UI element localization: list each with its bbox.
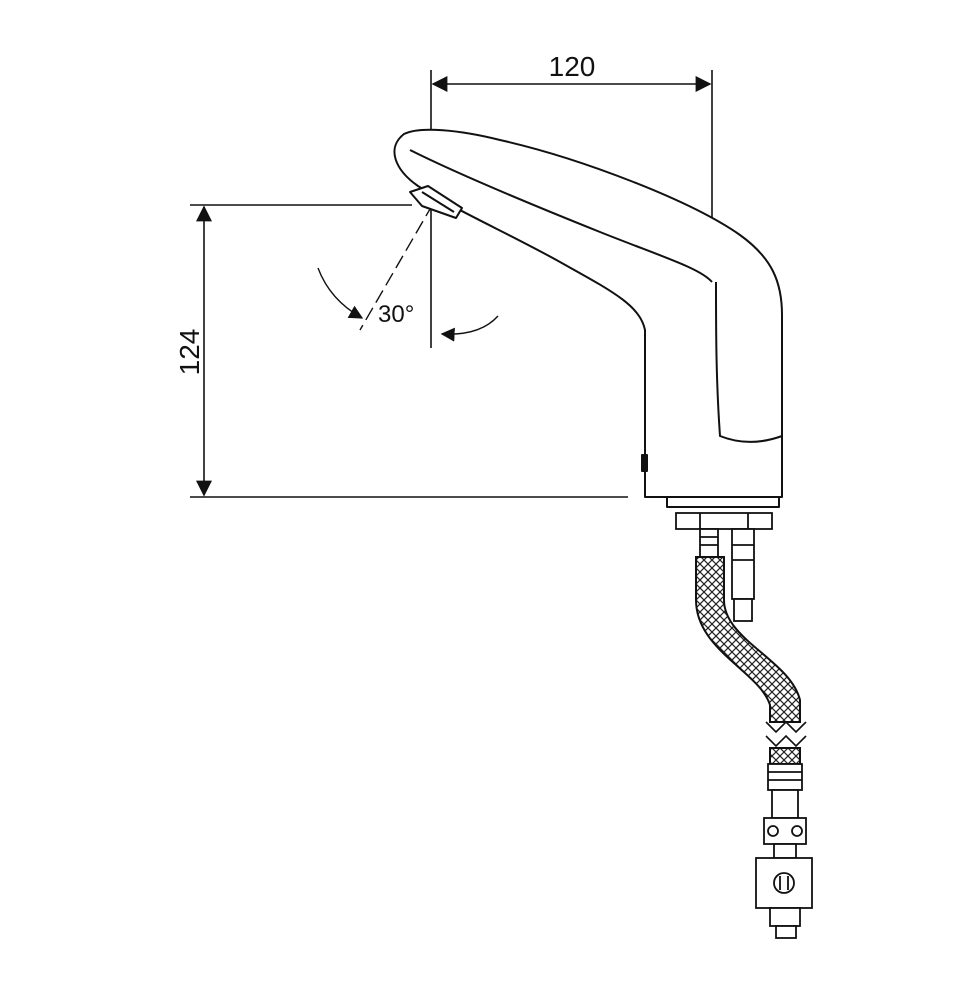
outlet-end [775, 925, 797, 939]
base-plate [666, 496, 780, 508]
faucet-body [393, 128, 783, 508]
stud-end [733, 598, 753, 622]
hose-braid [695, 556, 801, 723]
spray-angle-indicator [317, 151, 499, 342]
angle-arc-right [440, 315, 499, 342]
hose-braid-lower [769, 747, 801, 765]
connector-sleeve [771, 789, 799, 819]
mounting-washer [675, 512, 773, 530]
threaded-outlet [769, 907, 801, 927]
spout-crease [409, 149, 713, 283]
width-dimension-label: 120 [549, 51, 596, 82]
spray-angle-label: 30° [378, 301, 414, 328]
valve-indicator-icon [773, 872, 795, 894]
connection-fittings [755, 763, 813, 939]
threaded-stud [699, 528, 719, 558]
mounting-hardware [675, 512, 773, 622]
height-dimension-label: 124 [174, 329, 205, 376]
hose-break-mark [765, 734, 807, 748]
sensor-window-icon [641, 454, 648, 472]
ferrule [767, 763, 803, 791]
hose-break-mark [765, 720, 807, 734]
height-dimension [190, 204, 628, 498]
aerator-ring [421, 191, 455, 213]
valve-neck [773, 843, 797, 859]
spray-axis-line [359, 151, 464, 331]
supply-hose [695, 556, 807, 765]
angle-arc-left [317, 267, 364, 319]
spout-outline [393, 128, 783, 498]
body-front-panel [715, 281, 783, 443]
threaded-stud [731, 528, 755, 600]
